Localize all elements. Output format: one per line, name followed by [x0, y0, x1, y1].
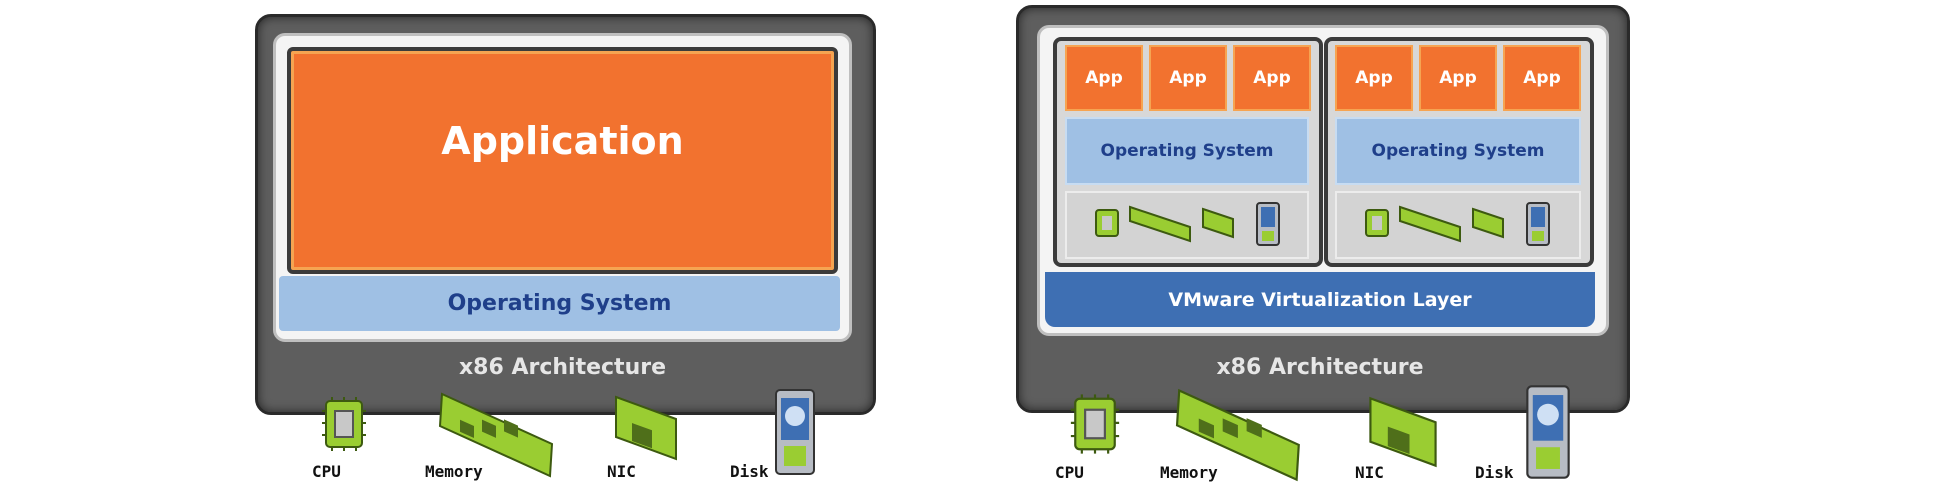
left-memory-label: Memory — [425, 462, 483, 481]
vm1-os: Operating System — [1065, 117, 1309, 185]
virtualization-layer: VMware Virtualization Layer — [1045, 272, 1595, 327]
right-memory-label: Memory — [1160, 463, 1218, 482]
vm2-nic-icon — [1472, 207, 1504, 239]
cpu-icon — [322, 397, 366, 451]
right-nic-label: NIC — [1355, 463, 1384, 482]
vm2-app-1: App — [1335, 45, 1413, 111]
vm1-cpu-icon — [1095, 209, 1119, 237]
right-cpu-icon — [1070, 394, 1120, 454]
vm2-disk-icon — [1526, 202, 1550, 246]
left-disk-label: Disk — [730, 462, 769, 481]
left-x86-label: x86 Architecture — [458, 355, 666, 380]
vm2-os: Operating System — [1335, 117, 1581, 185]
application-label: Application — [441, 118, 684, 163]
memory-icon — [438, 392, 554, 478]
vm1-nic-icon — [1202, 207, 1234, 239]
vm2-cpu-icon — [1365, 209, 1389, 237]
right-x86-label: x86 Architecture — [1216, 355, 1424, 380]
nic-icon — [615, 395, 677, 461]
right-disk-icon — [1526, 385, 1570, 479]
vm1-app-1: App — [1065, 45, 1143, 111]
left-cpu-label: CPU — [312, 462, 341, 481]
right-cpu-label: CPU — [1055, 463, 1084, 482]
vm1-app-2: App — [1149, 45, 1227, 111]
right-memory-icon — [1175, 388, 1300, 482]
vm1-memory-icon — [1129, 205, 1191, 243]
vm1-app-3: App — [1233, 45, 1311, 111]
left-os-label: Operating System — [447, 291, 672, 316]
right-nic-icon — [1369, 396, 1437, 468]
disk-icon — [775, 389, 815, 475]
left-os-bar: Operating System — [279, 276, 840, 331]
left-application-box: Application — [287, 47, 838, 274]
vm2-app-2: App — [1419, 45, 1497, 111]
vm1-disk-icon — [1256, 202, 1280, 246]
left-nic-label: NIC — [607, 462, 636, 481]
right-disk-label: Disk — [1475, 463, 1514, 482]
vm2-memory-icon — [1399, 205, 1461, 243]
vm2-app-3: App — [1503, 45, 1581, 111]
